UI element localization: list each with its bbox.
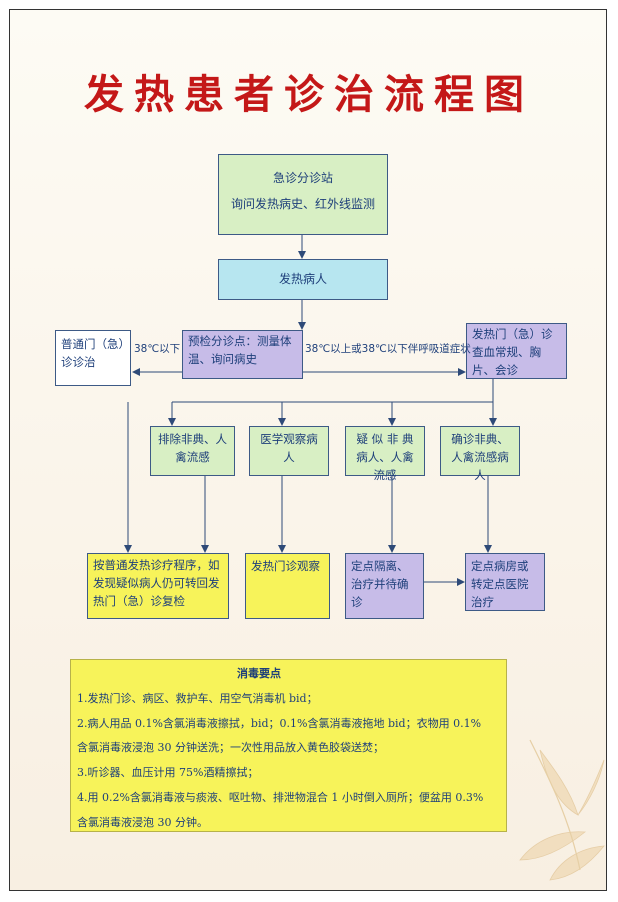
- node-fever-patient: 发热病人: [218, 259, 388, 300]
- edge-label-below-38: 38℃以下: [134, 343, 181, 355]
- node-confirmed: 确诊非典、人禽流感病人: [440, 426, 520, 482]
- node-triage-station-line1: 急诊分诊站: [272, 171, 333, 185]
- node-designated: 定点病房或转定点医院治疗: [465, 553, 545, 611]
- node-exclude: 排除非典、人禽流感: [150, 426, 235, 476]
- disinfection-panel: 消毒要点 1.发热门诊、病区、救护车、用空气消毒机 bid； 2.病人用品 0.…: [70, 659, 507, 832]
- node-general-clinic: 普通门（急）诊诊治: [55, 330, 131, 386]
- page-title: 发热患者诊治流程图: [84, 71, 534, 118]
- disinfection-line: 1.发热门诊、病区、救护车、用空气消毒机 bid；: [77, 691, 318, 705]
- disinfection-line: 含氯消毒液浸泡 30 分钟送洗；一次性用品放入黄色胶袋送焚；: [77, 741, 384, 755]
- node-isolate: 定点隔离、治疗并待确诊: [345, 553, 424, 619]
- node-fever-clinic: 发热门（急）诊查血常规、胸片、会诊: [466, 323, 567, 379]
- node-follow-general: 按普通发热诊疗程序，如发现疑似病人仍可转回发热门（急）诊复检: [87, 553, 229, 619]
- node-pre-check: 预检分诊点：测量体温、询问病史: [182, 330, 303, 379]
- node-fever-observe: 发热门诊观察: [245, 553, 330, 619]
- disinfection-line: 含氯消毒液浸泡 30 分钟。: [77, 815, 208, 829]
- disinfection-line: 4.用 0.2%含氯消毒液与痰液、呕吐物、排泄物混合 1 小时倒入厕所；便盆用 …: [77, 790, 484, 804]
- disinfection-line: 3.听诊器、血压计用 75%酒精擦拭；: [77, 766, 259, 780]
- edge-label-above-38: 38℃以上或38℃以下伴呼吸道症状: [305, 343, 471, 355]
- node-triage-station: 急诊分诊站 询问发热病史、红外线监测: [218, 154, 388, 235]
- node-observe: 医学观察病人: [249, 426, 329, 476]
- disinfection-title: 消毒要点: [237, 667, 281, 680]
- lily-decoration: [519, 739, 605, 881]
- disinfection-line: 2.病人用品 0.1%含氯消毒液擦拭，bid；0.1%含氯消毒液拖地 bid；衣…: [77, 716, 482, 730]
- node-suspected: 疑 似 非 典 病人、人禽流感: [345, 426, 425, 482]
- node-triage-station-line2: 询问发热病史、红外线监测: [230, 197, 375, 211]
